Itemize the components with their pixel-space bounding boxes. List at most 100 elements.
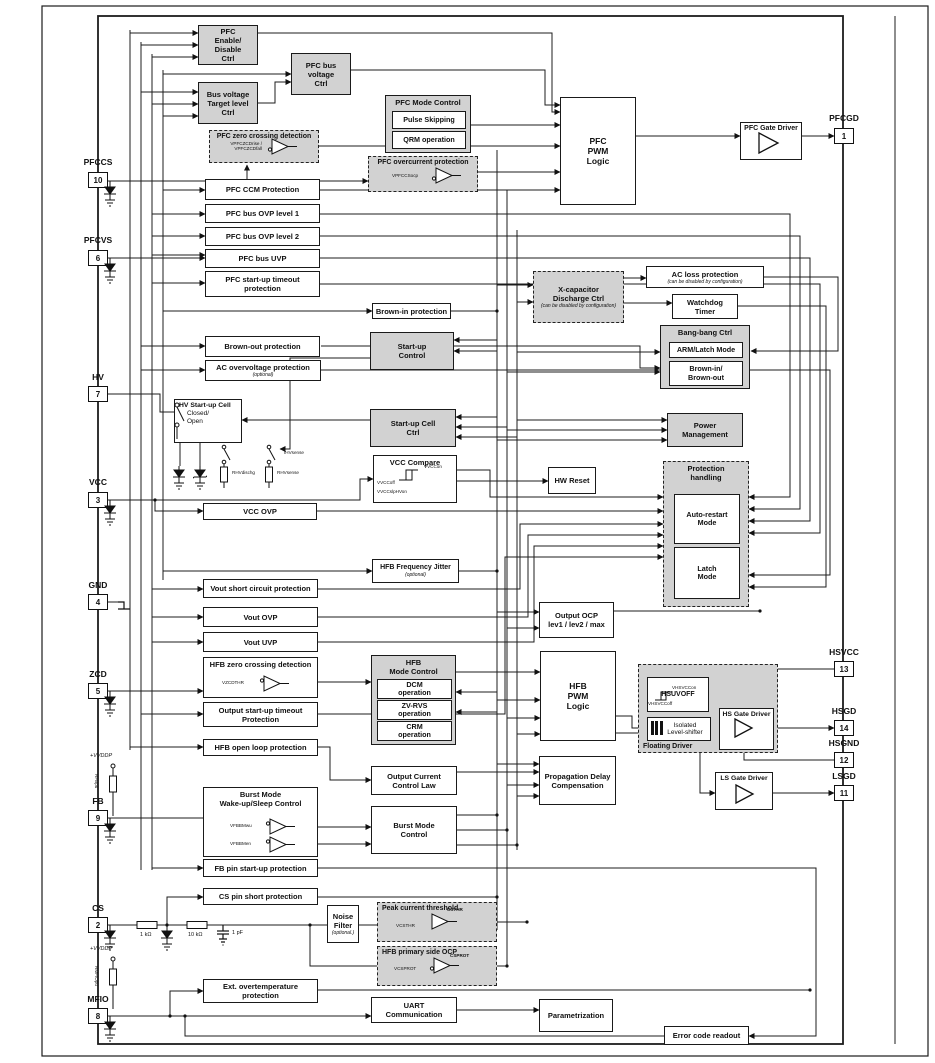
- pin-label-hsvcc: HSVCC: [829, 647, 859, 657]
- block-pfc-pwm-logic: PFC PWM Logic: [560, 97, 636, 205]
- block-ls-gate-driver: LS Gate Driver: [715, 772, 773, 810]
- pin-box-hsgnd: 12: [834, 752, 854, 768]
- comparator-burst-sleep-icon: [265, 836, 295, 853]
- hv-diode-icon: [173, 466, 185, 490]
- block-hfb-mode-control: HFB Mode Control DCM operation ZV-RVS op…: [371, 655, 456, 745]
- block-x-capacitor-discharge-ctrl: X-capacitor Discharge Ctrl (can be disab…: [533, 271, 624, 323]
- label-vfbbmen: VFBBMen: [230, 841, 251, 846]
- pfc-ocp-title: PFC overcurrent protection: [377, 159, 469, 166]
- label-vcsprot: VCSPROT: [394, 966, 417, 971]
- block-brown-out-protection: Brown-out protection: [205, 336, 320, 357]
- block-floating-driver: HSUVOFF Isolated Level-shifter HS Gate D…: [638, 664, 778, 753]
- cs-clamp-diode-icon: [104, 925, 116, 951]
- block-ac-loss-protection: AC loss protection (can be disabled by c…: [646, 266, 764, 288]
- vcc-clamp-diode-icon: [104, 500, 116, 526]
- hfb-primary-ocp-title: HFB primary side OCP: [382, 949, 458, 956]
- block-pfc-ccm-protection: PFC CCM Protection: [205, 179, 320, 200]
- block-hfb-frequency-jitter: HFB Frequency Jitter (optional): [372, 559, 459, 583]
- pin-box-pfcvs: 6: [88, 250, 108, 266]
- block-propagation-delay-compensation: Propagation Delay Compensation: [539, 756, 616, 805]
- label-vfbbmwu: VFBBMwu: [230, 823, 252, 828]
- block-auto-restart-mode: Auto-restart Mode: [674, 494, 740, 544]
- block-protection-handling: Protection handling Auto-restart Mode La…: [663, 461, 749, 607]
- label-ihvsense: IHVsense: [284, 450, 304, 455]
- block-burst-mode-control: Burst Mode Control: [371, 806, 457, 854]
- mfio-pullup-resistor-icon: [109, 956, 117, 1009]
- block-arm-latch-mode: ARM/Latch Mode: [669, 342, 743, 358]
- pin-label-pfcvs: PFCVS: [83, 235, 113, 245]
- block-noise-filter: Noise Filter (optional.): [327, 905, 359, 943]
- noise-filter-title: Noise Filter: [332, 912, 354, 930]
- pin-label-zcd: ZCD: [89, 669, 107, 679]
- label-vvccoff: VVCCoff: [377, 480, 395, 485]
- hv-cell-switch-icon: [174, 402, 185, 439]
- pfcvs-clamp-diode-icon: [104, 258, 116, 284]
- pin-label-lsgd: LSGD: [832, 771, 856, 781]
- pin-label-hv: HV: [92, 372, 104, 382]
- block-brown-in-protection: Brown-in protection: [372, 303, 451, 319]
- ac-ovp-note: (optional): [252, 372, 274, 378]
- pfc-mode-control-title: PFC Mode Control: [395, 98, 461, 107]
- block-cs-pin-short-protection: CS pin short protection: [203, 888, 318, 905]
- block-zv-rvs-operation: ZV-RVS operation: [377, 700, 452, 720]
- label-csthr: CSTHR: [447, 907, 463, 912]
- comparator-cs-threshold-icon: [431, 913, 457, 930]
- switch-rsense-icon: [265, 444, 276, 488]
- hsuvoff-hysteresis-icon: [655, 691, 672, 701]
- block-hfb-pwm-logic: HFB PWM Logic: [540, 651, 616, 741]
- pfc-zcd-title: PFC zero crossing detection: [216, 133, 312, 140]
- block-pfc-bus-voltage-ctrl: PFC bus voltage Ctrl: [291, 53, 351, 95]
- comparator-pfc-ocp-icon: [431, 167, 461, 184]
- pin-label-cs: CS: [92, 903, 104, 913]
- block-vout-ovp: Vout OVP: [203, 607, 318, 627]
- floating-driver-label: Floating Driver: [643, 743, 693, 750]
- hv-zener-icon: [193, 466, 207, 490]
- block-ext-overtemperature-protection: Ext. overtemperature protection: [203, 979, 318, 1003]
- pin-box-cs: 2: [88, 917, 108, 933]
- block-pfc-bus-ovp-level-1: PFC bus OVP level 1: [205, 204, 320, 223]
- block-pfc-mode-control: PFC Mode Control Pulse Skipping QRM oper…: [385, 95, 471, 153]
- jitter-note: (optional): [405, 572, 426, 579]
- block-hw-reset: HW Reset: [548, 467, 596, 494]
- xcap-note: (can be disabled by configuration): [540, 303, 617, 309]
- block-output-ocp: Output OCP lev1 / lev2 / max: [539, 602, 614, 638]
- label-vhsvccon: VHSVCCon: [672, 685, 697, 690]
- label-vvccon: VVCCon: [424, 464, 442, 469]
- pfc-gate-driver-title: PFC Gate Driver: [744, 125, 798, 132]
- hv-cell-title: HV Start-up Cell: [179, 402, 231, 409]
- ac-ovp-title: AC overvoltage protection: [216, 363, 310, 372]
- xcap-title: X-capacitor Discharge Ctrl: [552, 285, 605, 303]
- label-rhvdischg: RHVdischg: [232, 470, 255, 475]
- label-1pf: 1 pF: [232, 930, 244, 936]
- label-vpfccsocp: VPFCCSocp: [392, 173, 419, 178]
- block-brown-in-brown-out: Brown-in/ Brown-out: [669, 361, 743, 386]
- zcd-clamp-diode-icon: [104, 691, 116, 717]
- pin-box-hsvcc: 13: [834, 661, 854, 677]
- ls-gate-driver-title: LS Gate Driver: [720, 775, 768, 782]
- vcc-compare-title: VCC Compare: [389, 458, 441, 467]
- block-dcm-operation: DCM operation: [377, 679, 452, 699]
- protection-handling-title: Protection handling: [687, 464, 725, 482]
- cs-clamp-diode2-icon: [161, 925, 173, 951]
- pin-label-hsgnd: HSGND: [828, 738, 860, 748]
- mfio-clamp-diode-icon: [104, 1016, 116, 1042]
- block-pfc-bus-ovp-level-2: PFC bus OVP level 2: [205, 227, 320, 246]
- label-rmfiopu: RMFIOpu: [94, 966, 99, 986]
- jitter-title: HFB Frequency Jitter: [380, 563, 451, 571]
- block-pfc-gate-driver: PFC Gate Driver: [740, 122, 802, 160]
- hsuvoff-title: HSUVOFF: [661, 691, 695, 698]
- pin-box-gnd: 4: [88, 594, 108, 610]
- comparator-pfc-zcd-icon: [267, 138, 297, 155]
- pin-box-fb: 9: [88, 810, 108, 826]
- block-hfb-zero-crossing-detection: HFB zero crossing detection: [203, 657, 318, 698]
- block-error-code-readout: Error code readout: [664, 1026, 749, 1045]
- pin-box-vcc: 3: [88, 492, 108, 508]
- label-rhvsense: RHVsense: [277, 470, 299, 475]
- pin-label-pfcgd: PFCGD: [829, 113, 859, 123]
- block-output-current-control-law: Output Current Control Law: [371, 766, 457, 795]
- pin-box-lsgd: 11: [834, 785, 854, 801]
- label-vvccslphvon: VVCCslpHVon: [377, 489, 407, 494]
- block-hsuvoff: HSUVOFF: [647, 677, 709, 712]
- block-crm-operation: CRM operation: [377, 721, 452, 741]
